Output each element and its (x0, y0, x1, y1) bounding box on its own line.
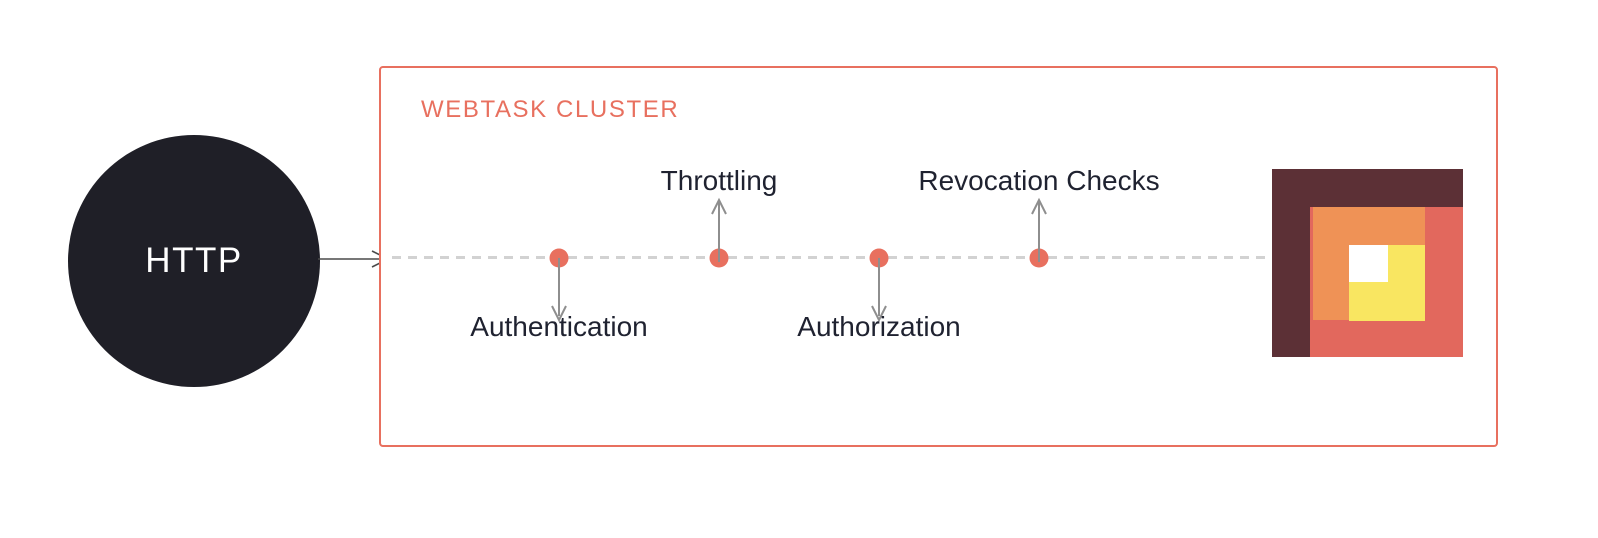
http-source-node: HTTP (68, 135, 320, 387)
cluster-title: WEBTASK CLUSTER (421, 96, 680, 123)
stage-label-authentication: Authentication (470, 311, 648, 342)
stage-label-throttling: Throttling (660, 165, 778, 196)
http-node-label: HTTP (145, 241, 243, 280)
stage-label-revocation-checks: Revocation Checks (918, 165, 1160, 196)
connector-arrow-up-revocation-checks (1031, 197, 1047, 262)
webtask-logo-icon (1272, 169, 1463, 357)
stage-label-authorization: Authorization (797, 311, 961, 342)
connector-arrow-down-authentication (551, 258, 567, 323)
logo-layer-white (1349, 245, 1388, 282)
connector-arrow-down-authorization (871, 258, 887, 323)
connector-arrow-up-throttling (711, 197, 727, 262)
request-pipeline-line (392, 256, 1272, 259)
